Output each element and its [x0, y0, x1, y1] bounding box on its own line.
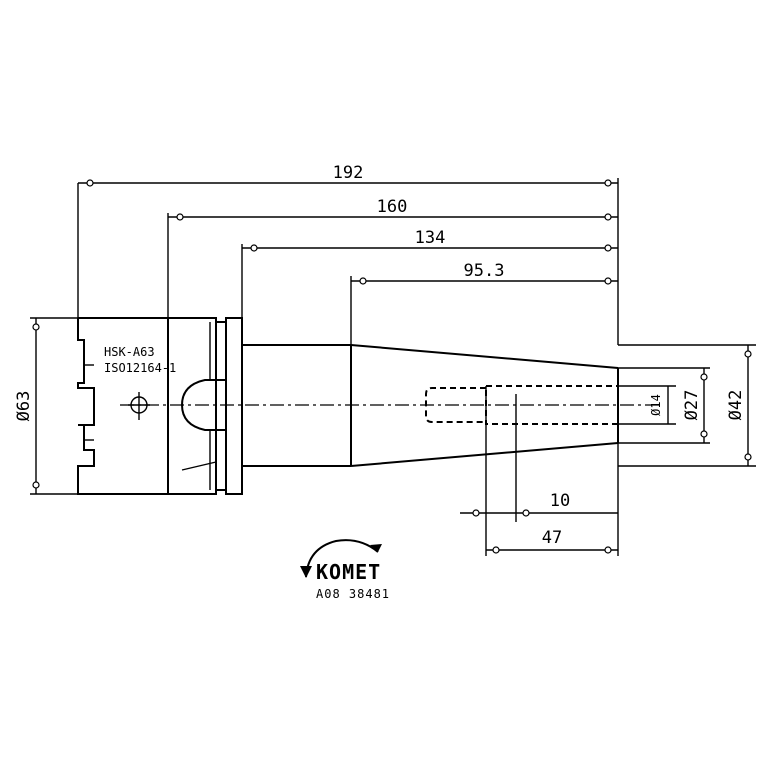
- dim-dia-63-label: Ø63: [14, 391, 34, 422]
- dim-10-label: 10: [550, 491, 570, 511]
- dim-47: 47: [486, 443, 619, 556]
- brand-name: KOMET: [316, 560, 381, 584]
- hsk-shank: HSK-A63 ISO12164-1: [77, 317, 176, 495]
- flange-collar: [167, 317, 243, 495]
- dim-95-3-label: 95.3: [464, 261, 505, 281]
- dim-192: 192: [77, 163, 619, 345]
- dim-dia-14: Ø14: [618, 385, 676, 425]
- interface-label: HSK-A63: [104, 345, 155, 359]
- dim-95-3: 95.3: [350, 261, 618, 345]
- hidden-bore: [425, 385, 619, 556]
- dim-dia-14-label: Ø14: [649, 394, 663, 416]
- dim-dia-27: Ø27: [618, 367, 710, 444]
- dim-134: 134: [241, 228, 618, 318]
- dim-134-label: 134: [415, 228, 446, 248]
- dim-dia-63: Ø63: [14, 317, 78, 495]
- article-number: A08 38481: [316, 587, 390, 601]
- komet-logo: KOMET A08 38481: [300, 539, 390, 601]
- dim-dia-42-label: Ø42: [726, 390, 746, 421]
- dim-192-label: 192: [333, 163, 364, 183]
- dim-dia-42: Ø42: [618, 344, 756, 467]
- extension-body: [242, 344, 619, 467]
- dim-160: 160: [167, 197, 618, 318]
- dim-dia-27-label: Ø27: [682, 390, 702, 421]
- dim-160-label: 160: [377, 197, 408, 217]
- dim-47-label: 47: [542, 528, 562, 548]
- standard-label: ISO12164-1: [104, 361, 176, 375]
- dim-10: 10: [460, 491, 618, 517]
